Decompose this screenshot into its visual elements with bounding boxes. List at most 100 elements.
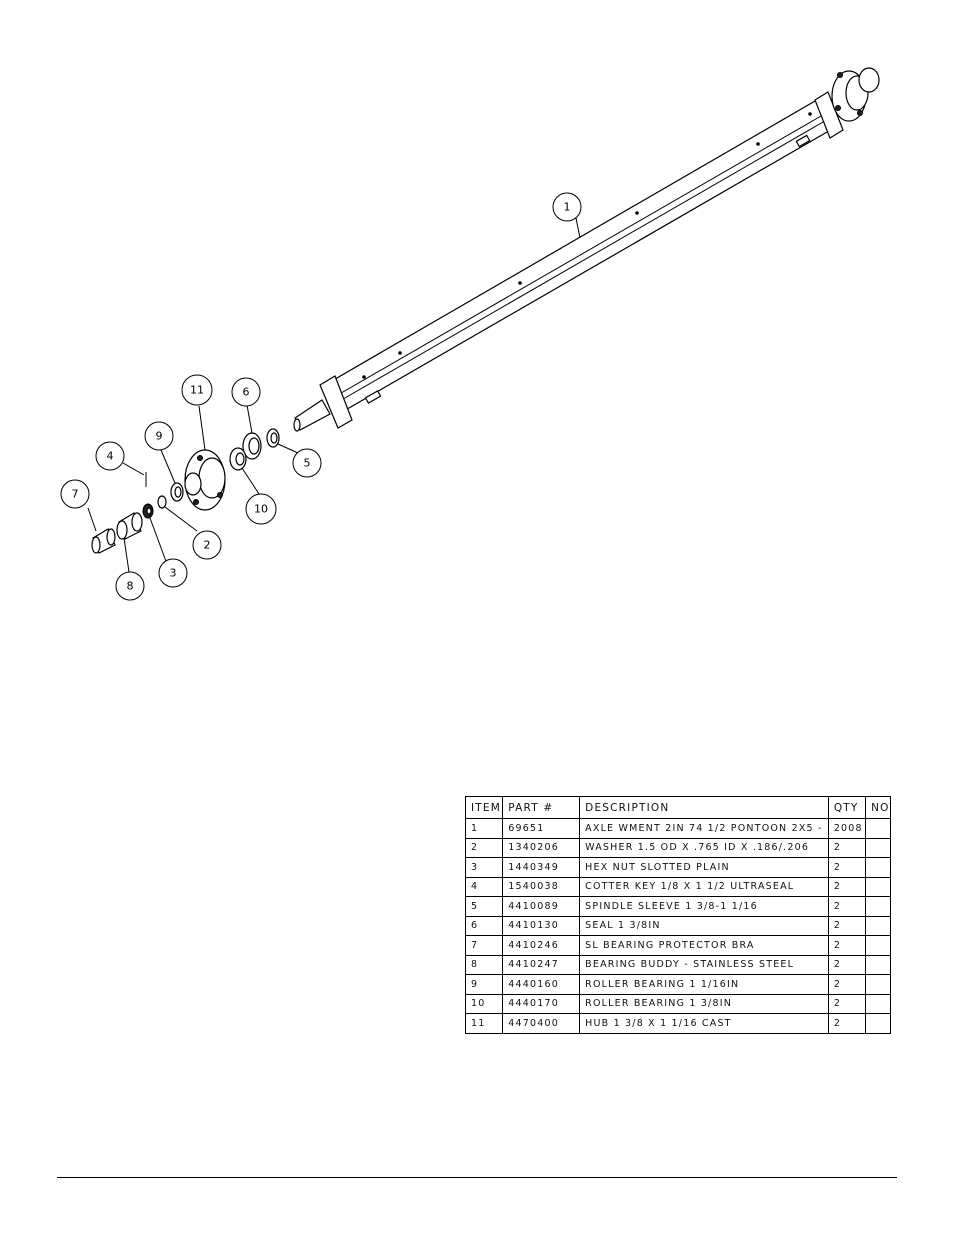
item-cell: 11 — [464, 1013, 504, 1034]
note-cell — [865, 876, 891, 897]
callout-3: 3 — [158, 558, 188, 588]
part-number-cell: 4470400 — [502, 1013, 581, 1034]
note-cell — [865, 896, 891, 917]
part-number-cell: 4440170 — [502, 993, 581, 1014]
note-cell — [865, 857, 891, 878]
note-cell — [865, 954, 891, 975]
bill-of-materials-table: ITEM PART # DESCRIPTION QTY NOTE 169651A… — [464, 796, 891, 1034]
part-number-cell: 4410130 — [502, 915, 581, 936]
callout-11: 11 — [181, 374, 213, 406]
callout-9: 9 — [144, 421, 174, 451]
svg-text:7: 7 — [72, 488, 79, 501]
axle-beam — [293, 67, 880, 432]
item-cell: 4 — [464, 876, 504, 897]
description-cell: SL BEARING PROTECTOR BRA — [579, 935, 829, 956]
leader-lines — [87, 217, 581, 573]
item-cell: 9 — [464, 974, 504, 995]
svg-text:8: 8 — [127, 580, 134, 593]
footer-rule — [57, 1177, 897, 1178]
svg-text:11: 11 — [190, 384, 204, 397]
qty-cell: 2 — [827, 896, 867, 917]
part-washer-2 — [157, 495, 167, 509]
part-number-cell: 1340206 — [502, 837, 581, 858]
exploded-axle-diagram: 1 2 3 4 5 6 7 8 9 10 11 — [60, 67, 880, 601]
callout-8: 8 — [115, 571, 145, 601]
description-cell: BEARING BUDDY - STAINLESS STEEL — [579, 954, 829, 975]
callout-1: 1 — [552, 192, 582, 222]
svg-text:2: 2 — [204, 539, 211, 552]
note-cell — [865, 935, 891, 956]
part-number-cell: 1540038 — [502, 876, 581, 897]
part-bearing-protector-7 — [91, 528, 116, 554]
part-number-cell: 4410246 — [502, 935, 581, 956]
item-cell: 7 — [464, 935, 504, 956]
part-hex-nut-3 — [142, 503, 154, 519]
description-cell: WASHER 1.5 OD X .765 ID X .186/.206 — [579, 837, 829, 858]
svg-text:9: 9 — [156, 430, 163, 443]
qty-cell: 2 — [827, 876, 867, 897]
item-cell: 8 — [464, 954, 504, 975]
callout-2: 2 — [192, 530, 222, 560]
part-roller-bearing-10 — [229, 447, 247, 471]
qty-cell: 2 — [827, 915, 867, 936]
svg-text:1: 1 — [564, 201, 571, 214]
description-cell: HEX NUT SLOTTED PLAIN — [579, 857, 829, 878]
qty-cell: 2008 — [827, 818, 867, 839]
qty-cell: 2 — [827, 837, 867, 858]
item-cell: 5 — [464, 896, 504, 917]
svg-text:5: 5 — [304, 457, 311, 470]
part-number-cell: 4410089 — [502, 896, 581, 917]
svg-text:4: 4 — [107, 450, 114, 463]
note-cell — [865, 915, 891, 936]
callout-5: 5 — [292, 448, 322, 478]
callout-10: 10 — [245, 493, 277, 525]
header-description: DESCRIPTION — [579, 796, 829, 819]
part-number-cell: 1440349 — [502, 857, 581, 878]
part-roller-bearing-9 — [170, 482, 184, 502]
note-cell — [865, 837, 891, 858]
description-cell: AXLE WMENT 2IN 74 1/2 PONTOON 2X5 - — [579, 818, 829, 839]
part-number-cell: 4440160 — [502, 974, 581, 995]
qty-cell: 2 — [827, 954, 867, 975]
item-cell: 6 — [464, 915, 504, 936]
svg-text:6: 6 — [243, 386, 250, 399]
part-hub-11 — [184, 449, 226, 511]
qty-cell: 2 — [827, 857, 867, 878]
header-item: ITEM — [464, 796, 504, 819]
item-cell: 3 — [464, 857, 504, 878]
description-cell: ROLLER BEARING 1 3/8IN — [579, 993, 829, 1014]
description-cell: HUB 1 3/8 X 1 1/16 CAST — [579, 1013, 829, 1034]
header-qty: QTY — [827, 796, 867, 819]
qty-cell: 2 — [827, 1013, 867, 1034]
part-bearing-buddy-8 — [116, 512, 143, 540]
callout-4: 4 — [95, 441, 125, 471]
qty-cell: 2 — [827, 935, 867, 956]
description-cell: ROLLER BEARING 1 1/16IN — [579, 974, 829, 995]
note-cell — [865, 993, 891, 1014]
description-cell: SPINDLE SLEEVE 1 3/8-1 1/16 — [579, 896, 829, 917]
bom-header-row: ITEM PART # DESCRIPTION QTY NOTE — [464, 796, 891, 819]
part-number-cell: 4410247 — [502, 954, 581, 975]
description-cell: SEAL 1 3/8IN — [579, 915, 829, 936]
part-spindle-sleeve-5 — [266, 428, 280, 448]
header-part-number: PART # — [502, 796, 581, 819]
description-cell: COTTER KEY 1/8 X 1 1/2 ULTRASEAL — [579, 876, 829, 897]
qty-cell: 2 — [827, 974, 867, 995]
part-seal-6 — [242, 432, 262, 460]
callout-7: 7 — [60, 479, 90, 509]
item-cell: 1 — [464, 818, 504, 839]
qty-cell: 2 — [827, 993, 867, 1014]
item-cell: 2 — [464, 837, 504, 858]
part-number-cell: 69651 — [502, 818, 581, 839]
